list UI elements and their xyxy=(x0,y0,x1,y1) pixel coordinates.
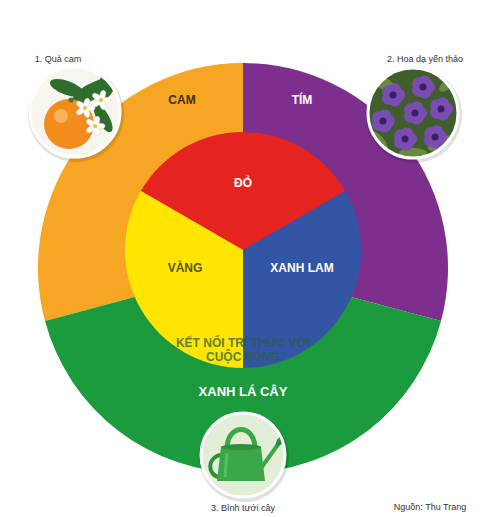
photo-callout: 1. Quả cam xyxy=(18,50,130,162)
watermark: KẾT NỐI TRI THỨC VỚI CUỘC SỐNG xyxy=(176,336,310,364)
photo-illustration xyxy=(18,50,130,162)
photo-illustration xyxy=(358,50,473,162)
segment-label: XANH LÁ CÂY xyxy=(199,384,288,399)
segment-label: ĐỎ xyxy=(234,176,252,190)
segment-label: TÍM xyxy=(292,93,313,107)
segment-label: VÀNG xyxy=(168,261,203,275)
segment-label: CAM xyxy=(168,93,195,107)
segment-label: XANH LAM xyxy=(270,261,333,275)
photo-callout: 2. Hoa dạ yến thảo xyxy=(358,50,473,162)
photo-illustration xyxy=(193,408,293,516)
photo-caption: 2. Hoa dạ yến thảo xyxy=(387,54,463,64)
photo-caption: 1. Quả cam xyxy=(35,54,82,64)
source-note: Nguồn: Thu Trang xyxy=(394,502,466,512)
photo-callout: 3. Bình tưới cây xyxy=(193,408,293,516)
photo-caption: 3. Bình tưới cây xyxy=(211,503,275,513)
